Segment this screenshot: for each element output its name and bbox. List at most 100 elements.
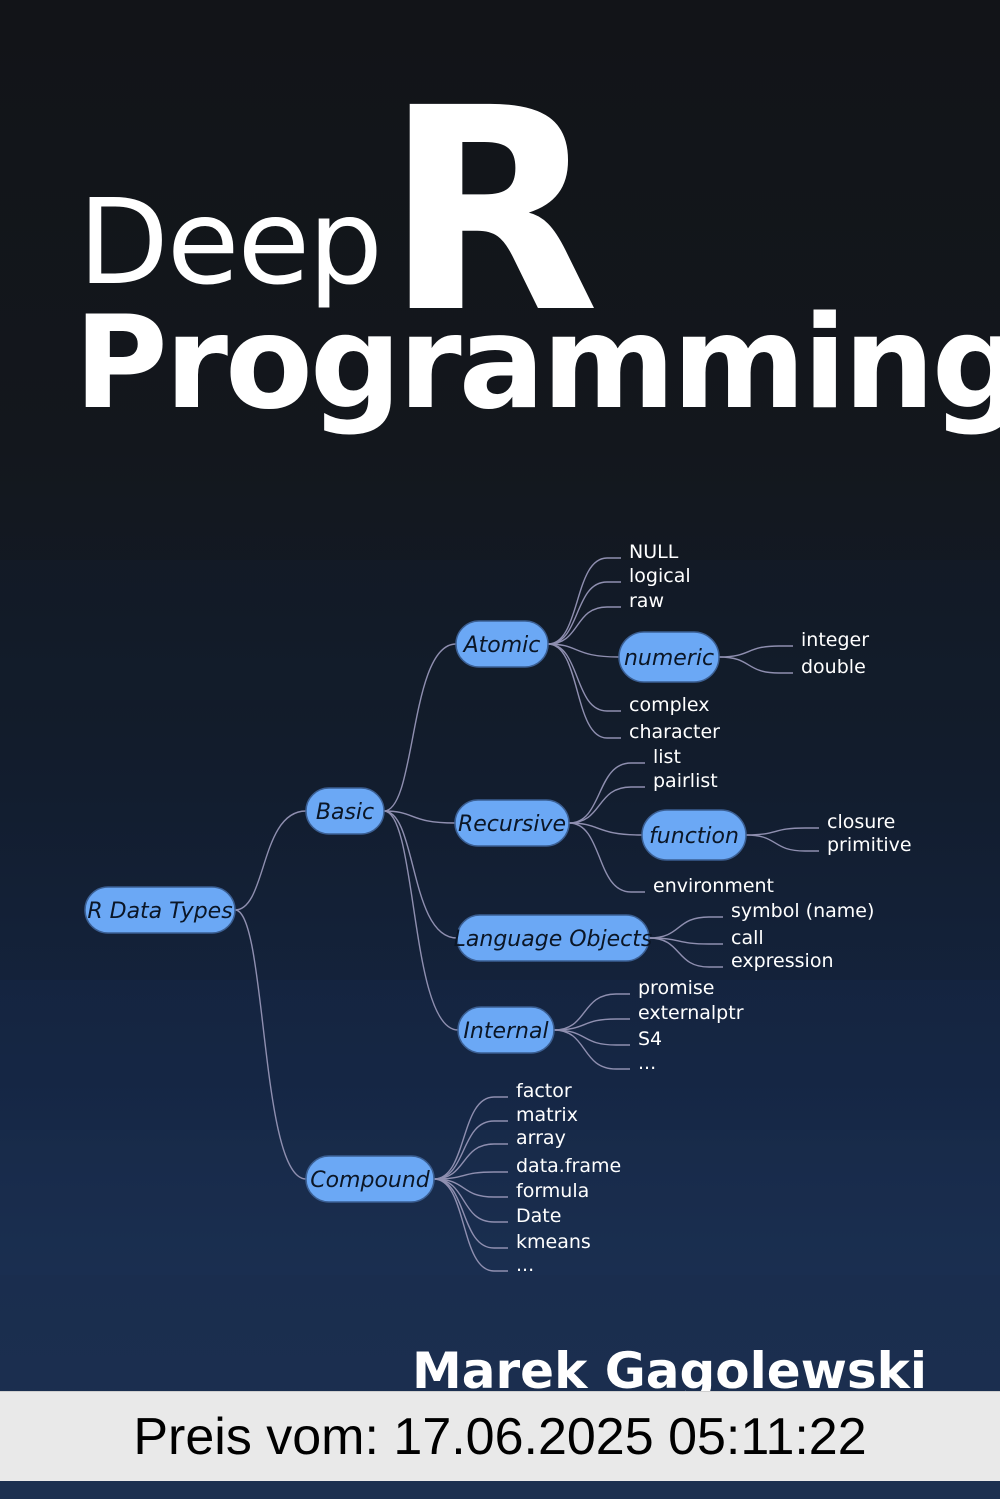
mindmap-edge bbox=[568, 786, 645, 824]
mindmap-node-internal: Internal bbox=[457, 1006, 555, 1054]
mindmap-leaf-date: Date bbox=[516, 1205, 561, 1227]
mindmap-leaf-symbol: symbol (name) bbox=[731, 900, 874, 922]
mindmap-edge bbox=[433, 1178, 508, 1223]
mindmap-node-label: R Data Types bbox=[87, 899, 232, 924]
mindmap-leaf-closure: closure bbox=[827, 811, 895, 833]
mindmap-node-box bbox=[84, 886, 236, 934]
mindmap-node-label: Language Objects bbox=[454, 927, 653, 952]
mindmap-leaf-logical: logical bbox=[629, 565, 691, 587]
mindmap-leaf-complex: complex bbox=[629, 694, 710, 716]
mindmap-leaf-compound_more: ... bbox=[516, 1254, 534, 1276]
mindmap-leaf-s4: S4 bbox=[638, 1028, 662, 1050]
mindmap-node-function: function bbox=[641, 809, 747, 861]
mindmap-edge bbox=[383, 810, 458, 939]
mindmap-node-basic: Basic bbox=[305, 787, 385, 835]
mindmap-edge bbox=[547, 606, 621, 645]
mindmap-node-atomic: Atomic bbox=[455, 620, 549, 668]
mindmap-node-label: function bbox=[649, 824, 739, 849]
mindmap-node-box bbox=[457, 1006, 555, 1054]
mindmap-edge bbox=[547, 557, 621, 645]
mindmap-leaf-dataframe: data.frame bbox=[516, 1155, 621, 1177]
mindmap-edge bbox=[568, 762, 645, 824]
mindmap-node-recursive: Recursive bbox=[454, 799, 570, 847]
title-deep: Deep bbox=[78, 173, 383, 311]
mindmap-edge bbox=[547, 581, 621, 645]
mindmap-edges bbox=[234, 557, 819, 1272]
mindmap-leaf-call: call bbox=[731, 927, 764, 949]
mindmap-leaf-formula: formula bbox=[516, 1180, 589, 1202]
mindmap-edge bbox=[547, 643, 621, 739]
author-name: Marek Gagolewski bbox=[412, 1342, 928, 1400]
mindmap-node-box bbox=[456, 914, 650, 962]
mindmap-edge bbox=[648, 916, 723, 939]
mindmap-leaf-environment: environment bbox=[653, 875, 774, 897]
mindmap-edge bbox=[433, 1143, 508, 1180]
mindmap-edge bbox=[433, 1120, 508, 1180]
mindmap-edge bbox=[234, 810, 307, 911]
mindmap-node-label: Basic bbox=[316, 800, 374, 825]
mindmap-edge bbox=[433, 1178, 508, 1198]
mindmap-edge bbox=[383, 810, 459, 1031]
mindmap-node-box bbox=[641, 809, 747, 861]
mindmap-edge bbox=[718, 656, 793, 674]
mindmap-edge bbox=[433, 1096, 508, 1180]
mindmap-edge bbox=[553, 1029, 630, 1046]
mindmap-node-compound: Compound bbox=[305, 1155, 435, 1203]
mindmap-leaf-list: list bbox=[653, 746, 681, 768]
mindmap-node-box bbox=[455, 620, 549, 668]
mindmap-edge bbox=[553, 993, 630, 1031]
mindmap-leaf-array: array bbox=[516, 1127, 566, 1149]
mindmap-edge bbox=[648, 937, 723, 968]
mindmap-edge bbox=[745, 827, 819, 836]
price-banner: Preis vom: 17.06.2025 05:11:22 bbox=[0, 1391, 1000, 1482]
mindmap-leaf-null: NULL bbox=[629, 541, 679, 563]
mindmap-node-label: numeric bbox=[624, 646, 714, 671]
title-programming: Programming bbox=[74, 289, 1000, 438]
mindmap-edge bbox=[745, 834, 819, 852]
mindmap-edge bbox=[433, 1178, 508, 1272]
mindmap-leaf-double: double bbox=[801, 656, 866, 678]
mindmap-node-language: Language Objects bbox=[454, 914, 653, 962]
mindmap-leaf-primitive: primitive bbox=[827, 834, 912, 856]
mindmap-edge bbox=[433, 1171, 508, 1180]
mindmap-node-label: Recursive bbox=[458, 812, 566, 837]
mindmap-edge bbox=[648, 937, 723, 945]
mindmap-node-root: R Data Types bbox=[84, 886, 236, 934]
mindmap-edge bbox=[383, 643, 457, 812]
mindmap-node-box bbox=[454, 799, 570, 847]
mindmap-leaf-pairlist: pairlist bbox=[653, 770, 718, 792]
mindmap-edge bbox=[568, 822, 645, 893]
mindmap-edge bbox=[547, 643, 621, 712]
mindmap-leaf-expression: expression bbox=[731, 950, 834, 972]
mindmap-leaf-character: character bbox=[629, 721, 720, 743]
mindmap-node-label: Internal bbox=[463, 1019, 548, 1044]
bottom-strip bbox=[0, 1481, 1000, 1499]
mindmap-leaf-kmeans: kmeans bbox=[516, 1231, 591, 1253]
mindmap-node-numeric: numeric bbox=[618, 631, 720, 683]
mindmap-leaf-integer: integer bbox=[801, 629, 869, 651]
mindmap-edge bbox=[234, 909, 307, 1180]
mindmap-edge bbox=[383, 810, 456, 824]
mindmap-node-box bbox=[305, 787, 385, 835]
mindmap-leaf-externalptr: externalptr bbox=[638, 1002, 744, 1024]
mindmap-node-box bbox=[305, 1155, 435, 1203]
mindmap-leaf-factor: factor bbox=[516, 1080, 572, 1102]
mindmap-edge bbox=[433, 1178, 508, 1249]
mindmap-node-box bbox=[618, 631, 720, 683]
mindmap-edge bbox=[553, 1029, 630, 1070]
mindmap-node-label: Atomic bbox=[462, 633, 541, 658]
mindmap-edge bbox=[718, 645, 793, 658]
mindmap-edge bbox=[568, 822, 643, 836]
mindmap-leaf-matrix: matrix bbox=[516, 1104, 578, 1126]
mindmap-leaf-raw: raw bbox=[629, 590, 664, 612]
mindmap-edge bbox=[553, 1018, 630, 1031]
mindmap-edge bbox=[547, 643, 620, 658]
mindmap-leaf-internal_more: ... bbox=[638, 1052, 656, 1074]
mindmap-node-label: Compound bbox=[310, 1168, 431, 1193]
price-text: Preis vom: 17.06.2025 05:11:22 bbox=[133, 1407, 867, 1466]
mindmap-leaf-promise: promise bbox=[638, 977, 714, 999]
